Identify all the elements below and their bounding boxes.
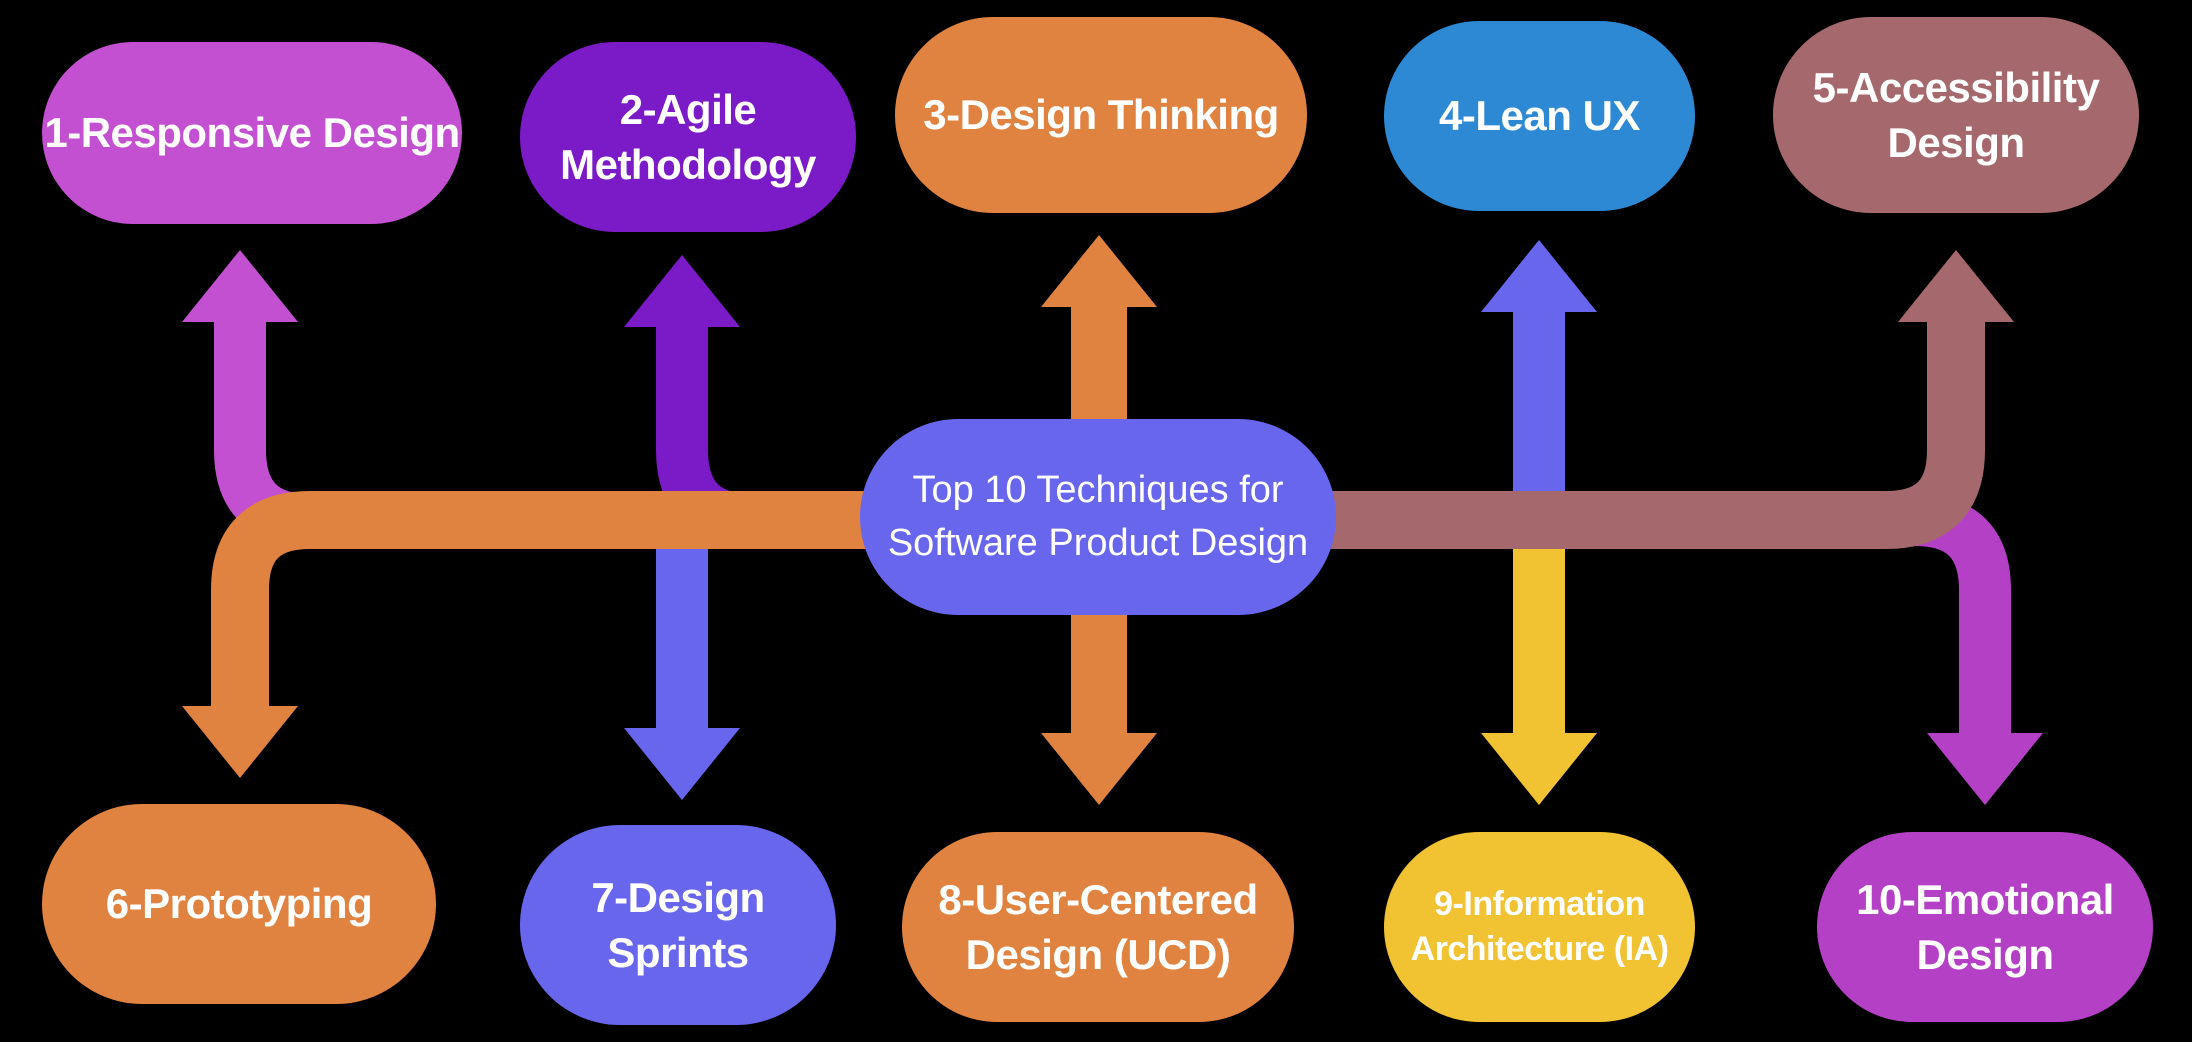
node-label: Design (UCD) <box>965 931 1231 978</box>
arrowhead-down-icon <box>182 706 298 778</box>
connector-accessibility-design <box>1100 250 2014 549</box>
node-design-sprints: 7-Design Sprints <box>520 825 836 1025</box>
node-label: 3-Design Thinking <box>923 91 1279 139</box>
node-label: 6-Prototyping <box>105 880 373 928</box>
center-title-line: Software Product Design <box>887 522 1309 564</box>
connector-line <box>1100 322 1985 549</box>
arrowhead-down-icon <box>624 728 740 800</box>
node-label: 1-Responsive Design <box>44 109 460 157</box>
node-center-title: Top 10 Techniques for Software Product D… <box>860 419 1336 615</box>
node-emotional-design: 10-Emotional Design <box>1817 832 2153 1022</box>
node-prototyping: 6-Prototyping <box>42 804 436 1004</box>
arrowhead-up-icon <box>182 250 298 322</box>
node-label: 8-User-Centered <box>938 875 1258 923</box>
arrowhead-up-icon <box>1041 235 1157 307</box>
node-user-centered-design: 8-User-Centered Design (UCD) <box>902 832 1294 1022</box>
node-label: 4-Lean UX <box>1439 92 1640 140</box>
node-label: 7-Design <box>591 873 765 921</box>
node-label: Architecture (IA) <box>1410 930 1669 968</box>
node-responsive-design: 1-Responsive Design <box>42 42 462 224</box>
arrowhead-down-icon <box>1041 733 1157 805</box>
node-label: 2-Agile <box>619 85 757 133</box>
connector-responsive-design <box>182 250 560 546</box>
node-information-architecture: 9-Information Architecture (IA) <box>1384 832 1695 1022</box>
arrowhead-down-icon <box>1927 733 2043 805</box>
node-label: Methodology <box>560 141 816 188</box>
node-lean-ux: 4-Lean UX <box>1384 21 1695 211</box>
arrowhead-up-icon <box>1481 240 1597 312</box>
node-agile-methodology: 2-Agile Methodology <box>520 42 856 232</box>
connector-agile-methodology <box>624 255 830 546</box>
node-label: 5-Accessibility <box>1812 63 2100 111</box>
arrowhead-up-icon <box>1898 250 2014 322</box>
connector-design-sprints <box>624 515 740 800</box>
node-design-thinking: 3-Design Thinking <box>895 17 1307 213</box>
connector-line <box>211 491 1100 708</box>
node-label: Design <box>1887 119 2025 166</box>
node-label: Sprints <box>607 929 749 976</box>
arrowhead-down-icon <box>1481 733 1597 805</box>
node-label: Design <box>1916 931 2054 978</box>
connector-line <box>214 322 560 546</box>
node-accessibility-design: 5-Accessibility Design <box>1773 17 2139 213</box>
node-label: 9-Information <box>1434 885 1645 924</box>
arrowhead-up-icon <box>624 255 740 327</box>
connector-emotional-design <box>1790 494 2043 805</box>
connector-line <box>1790 494 2011 735</box>
node-label: 10-Emotional <box>1856 875 2114 923</box>
connector-prototyping <box>182 491 1100 778</box>
center-title-line: Top 10 Techniques for <box>912 468 1284 511</box>
